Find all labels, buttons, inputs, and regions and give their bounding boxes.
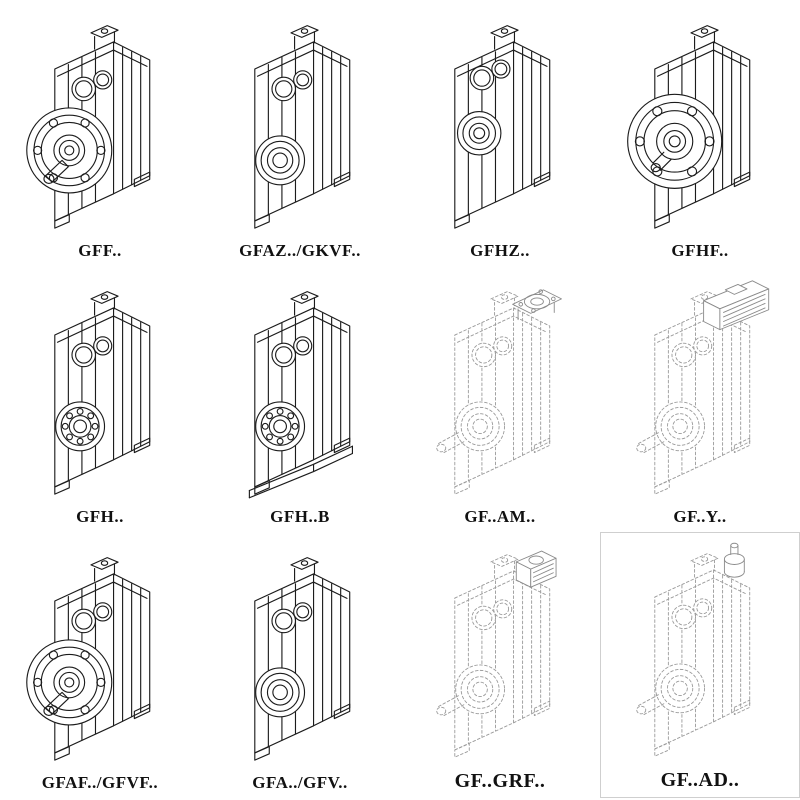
catalog-cell-gfa-gfv: GFA../GFV.. (200, 532, 400, 798)
model-label-gf-y: GF..Y.. (673, 507, 727, 526)
catalog-cell-gff: GFF.. (0, 0, 200, 266)
gearbox-motor-adapter-drawing (411, 279, 589, 505)
model-label-gf-grf: GF..GRF.. (454, 770, 546, 792)
model-label-gf-am: GF..AM.. (464, 507, 536, 526)
model-label-gfaf-gfvf: GFAF../GFVF.. (41, 773, 159, 792)
hollow-shaft-gearbox-drawing (211, 13, 389, 239)
model-label-gfhf: GFHF.. (671, 241, 729, 260)
model-label-gfaz-gkvf: GFAZ../GKVF.. (239, 241, 361, 260)
model-label-gf-ad: GF..AD.. (660, 769, 740, 791)
model-label-gff: GFF.. (78, 241, 122, 260)
large-flange-gearbox-drawing (611, 13, 789, 239)
flange-gearbox-drawing (11, 13, 189, 239)
hollow-shaft-gearbox-drawing (211, 545, 389, 771)
gearbox-with-motor-drawing (611, 279, 789, 505)
model-label-gfh-b: GFH..B (270, 507, 330, 526)
catalog-cell-gfhf: GFHF.. (600, 0, 800, 266)
catalog-cell-gfaf-gfvf: GFAF../GFVF.. (0, 532, 200, 798)
catalog-cell-gfhz: GFHZ.. (400, 0, 600, 266)
gearbox-input-shaft-drawing (611, 541, 789, 767)
hollow-shaft-gearbox-high-drawing (411, 13, 589, 239)
catalog-cell-gfaz-gkvf: GFAZ../GKVF.. (200, 0, 400, 266)
model-label-gfhz: GFHZ.. (470, 241, 530, 260)
gearbox-input-adapter-drawing (411, 542, 589, 768)
catalog-cell-gf-y: GF..Y.. (600, 266, 800, 532)
foot-mounted-gearbox-drawing (11, 279, 189, 505)
catalog-cell-gf-ad: GF..AD.. (600, 532, 800, 798)
catalog-cell-gf-grf: GF..GRF.. (400, 532, 600, 798)
catalog-cell-gfh: GFH.. (0, 266, 200, 532)
foot-mounted-gearbox-base-drawing (211, 279, 389, 505)
flange-gearbox-drawing (11, 545, 189, 771)
catalog-cell-gf-am: GF..AM.. (400, 266, 600, 532)
model-label-gfa-gfv: GFA../GFV.. (252, 773, 348, 792)
model-label-gfh: GFH.. (76, 507, 124, 526)
catalog-cell-gfh-b: GFH..B (200, 266, 400, 532)
